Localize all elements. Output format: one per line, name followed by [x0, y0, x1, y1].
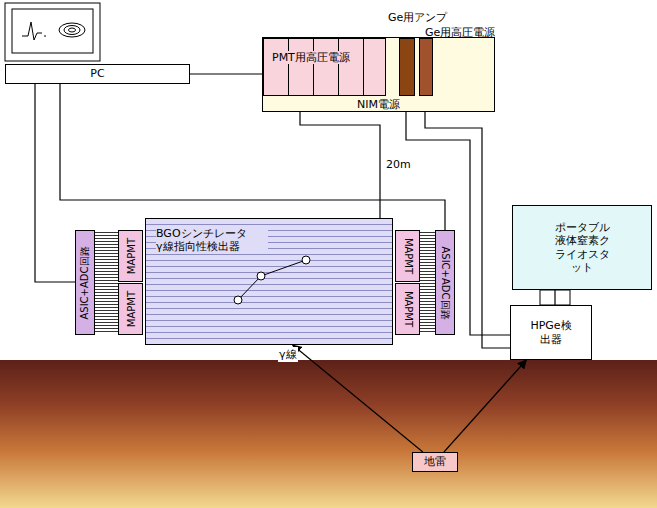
node-label: Ge用高圧電源 — [425, 26, 495, 39]
node-label: NIM電源 — [357, 98, 400, 111]
cryostat-coupler — [540, 290, 570, 305]
node-label: ポータブル液体窒素クライオスタット — [553, 221, 611, 274]
cable-line — [60, 84, 445, 230]
edge-label: γ線 — [278, 347, 298, 362]
node-label: MAPMT — [402, 291, 413, 327]
node-label: BGOシンチレータ γ線指向性検出器 — [156, 227, 268, 253]
cryostat-box: ポータブル液体窒素クライオスタット — [512, 205, 652, 290]
node-label: Ge用アンプ — [388, 11, 447, 24]
mapmt: MAPMT — [395, 283, 420, 335]
node-label: 地雷 — [424, 455, 446, 468]
mapmt: MAPMT — [395, 230, 420, 282]
node-label: MAPMT — [402, 238, 413, 274]
ge-amp-module: Ge用アンプ — [399, 38, 415, 96]
cable-line — [300, 96, 380, 218]
cable-comb — [95, 232, 118, 333]
pc-monitor — [5, 3, 100, 61]
node-label: PC — [90, 67, 104, 80]
node-label: ASIC+ADC回路 — [438, 246, 452, 319]
pmt-hv-module: PMT用高圧電源 — [263, 38, 386, 96]
cable-line — [425, 96, 510, 348]
asic-adc-board: ASIC+ADC回路 — [435, 230, 455, 335]
nim-crate: NIM電源 PMT用高圧電源 Ge用アンプ Ge用高圧電源 — [262, 37, 495, 112]
cable-line — [35, 84, 75, 282]
mapmt: MAPMT — [118, 230, 143, 282]
cable-comb — [420, 232, 435, 333]
node-label: MAPMT — [125, 291, 136, 327]
cable-line — [293, 345, 423, 452]
pc-box: PC — [5, 64, 190, 84]
node-label: PMT用高圧電源 — [272, 51, 350, 64]
asic-adc-board: ASIC+ADC回路 — [75, 230, 95, 335]
cable-length-label: 20m — [386, 158, 411, 171]
cable-line — [554, 290, 555, 305]
ground — [0, 360, 657, 508]
node-label: MAPMT — [125, 238, 136, 274]
cable-line — [190, 73, 262, 74]
ge-hv-module: Ge用高圧電源 — [419, 38, 433, 96]
landmine-box: 地雷 — [412, 452, 458, 472]
cable-line — [444, 360, 526, 452]
hpge-detector: HPGe検出器 — [510, 305, 592, 360]
cable-line — [406, 96, 510, 335]
bgo-detector: BGOシンチレータ γ線指向性検出器 — [145, 218, 393, 345]
node-label: HPGe検出器 — [527, 319, 575, 345]
mapmt: MAPMT — [118, 283, 143, 335]
node-label: ASIC+ADC回路 — [78, 246, 92, 319]
